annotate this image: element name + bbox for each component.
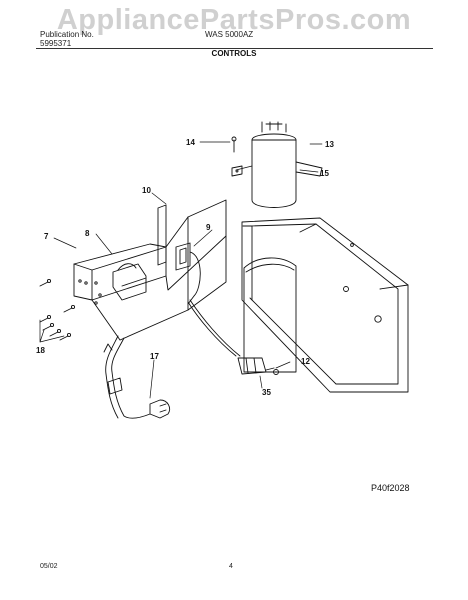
power-cord-plug-part-17 <box>107 377 171 419</box>
page-number: 4 <box>229 563 233 570</box>
wiring-harness <box>103 299 241 419</box>
callout-15: 15 <box>320 169 329 178</box>
watermark: AppliancePartsPros.com <box>56 4 412 36</box>
callout-14: 14 <box>186 138 195 147</box>
section-title: CONTROLS <box>211 49 257 58</box>
figure-reference: P40f2028 <box>371 483 410 493</box>
publication-number: 5995371 <box>40 39 72 48</box>
callout-17: 17 <box>150 352 159 361</box>
air-duct <box>243 257 297 373</box>
callout-8: 8 <box>85 229 90 238</box>
connector-part-35 <box>237 357 279 375</box>
thermostat-part-9 <box>175 242 201 305</box>
cabinet-panel <box>241 217 409 393</box>
bracket-part-10 <box>157 204 167 266</box>
model-number: WAS 5000AZ <box>205 30 254 39</box>
screws-part-18 <box>39 278 76 341</box>
publication-info: Publication No. 5995371 <box>40 30 160 48</box>
callout-13: 13 <box>325 140 334 149</box>
capacitor-part-13 <box>251 121 297 208</box>
publication-label: Publication No. <box>40 30 94 39</box>
callout-10: 10 <box>142 186 151 195</box>
header-rule <box>36 48 433 49</box>
screw-part-14 <box>231 136 237 153</box>
leader-lines <box>39 141 323 399</box>
callout-12: 12 <box>301 357 310 366</box>
callout-35: 35 <box>262 388 271 397</box>
callout-18: 18 <box>36 346 45 355</box>
callout-7: 7 <box>44 232 49 241</box>
callout-9: 9 <box>206 223 211 232</box>
footer-date: 05/02 <box>40 563 58 570</box>
selector-switch-part-8 <box>112 263 147 301</box>
capacitor-strap-part-15 <box>231 161 323 177</box>
model-info: WAS 5000AZ <box>205 30 325 39</box>
